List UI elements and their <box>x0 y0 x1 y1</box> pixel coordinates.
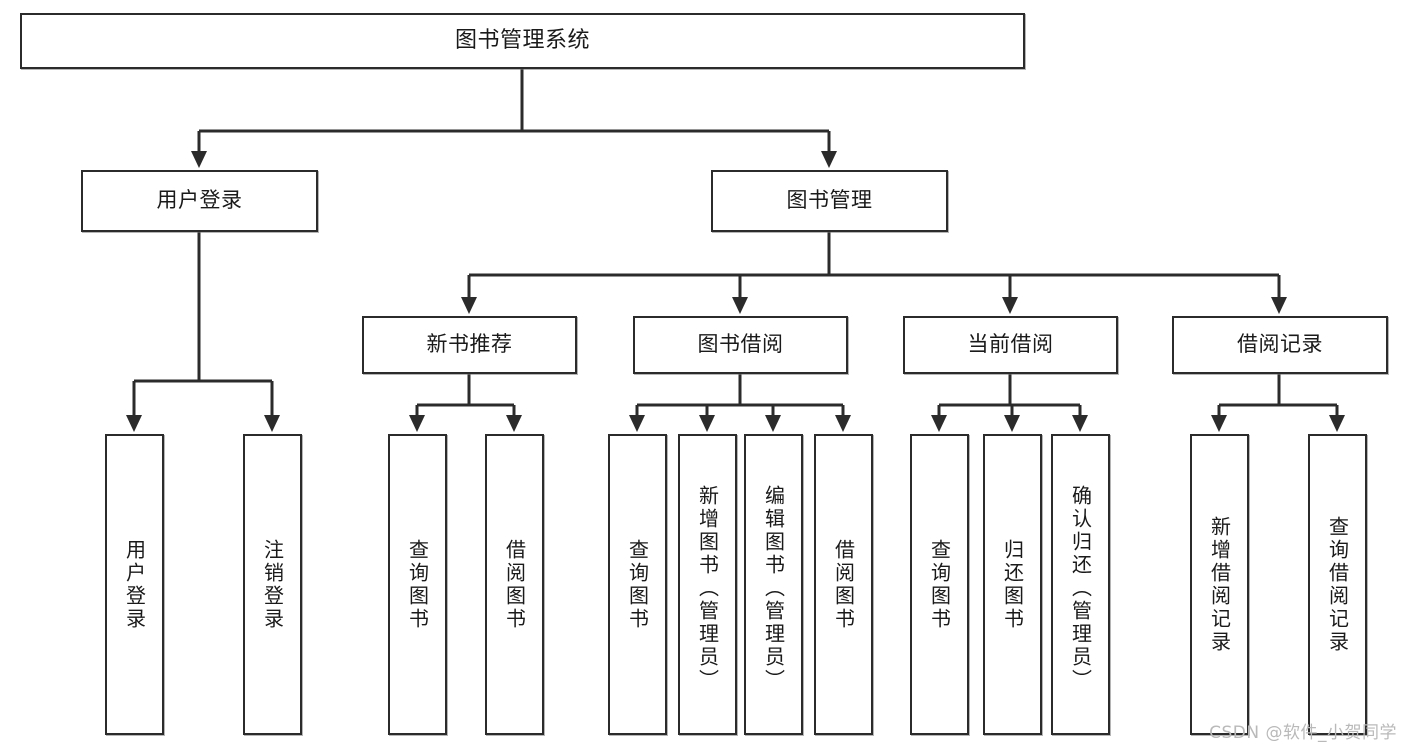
node-leaf-rec-borrow: 借阅图书 <box>485 434 544 735</box>
node-leaf-rec-query2-label: 查询借阅记录 <box>1325 515 1350 654</box>
node-user-login: 用户登录 <box>81 170 318 232</box>
userlogin-to-leaves-arrowhead-0 <box>126 415 142 432</box>
bookmanage-to-level3-arrowhead-2 <box>1002 297 1018 314</box>
node-book-manage: 图书管理 <box>711 170 948 232</box>
node-root-system: 图书管理系统 <box>20 13 1025 69</box>
book-borrow-to-leaves-arrowhead-0 <box>629 415 645 432</box>
current-borrow-to-leaves-arrowhead-1 <box>1004 415 1020 432</box>
node-leaf-cur-query: 查询图书 <box>910 434 969 735</box>
node-leaf-cur-confirm-label: 确认归还（管理员） <box>1068 485 1093 692</box>
node-leaf-user-login: 用户登录 <box>105 434 164 735</box>
node-leaf-borrow-edit-label: 编辑图书（管理员） <box>761 485 786 692</box>
node-new-book-rec: 新书推荐 <box>362 316 577 374</box>
current-borrow-to-leaves-arrowhead-0 <box>931 415 947 432</box>
node-book-manage-label: 图书管理 <box>786 188 873 213</box>
node-leaf-rec-query: 查询图书 <box>388 434 447 735</box>
node-current-borrow-label: 当前借阅 <box>967 332 1054 357</box>
node-leaf-borrow-add-label: 新增图书（管理员） <box>695 485 720 692</box>
current-borrow-to-leaves-arrowhead-2 <box>1072 415 1088 432</box>
node-leaf-user-login-label: 用户登录 <box>122 538 147 631</box>
node-leaf-cur-confirm: 确认归还（管理员） <box>1051 434 1110 735</box>
node-book-borrow-label: 图书借阅 <box>697 332 784 357</box>
node-new-book-rec-label: 新书推荐 <box>426 332 513 357</box>
bookmanage-to-level3-arrowhead-1 <box>732 297 748 314</box>
node-borrow-record: 借阅记录 <box>1172 316 1388 374</box>
node-borrow-record-label: 借阅记录 <box>1237 332 1323 357</box>
node-leaf-borrow-do-label: 借阅图书 <box>831 538 856 631</box>
node-leaf-cur-query-label: 查询图书 <box>927 538 952 631</box>
node-current-borrow: 当前借阅 <box>903 316 1118 374</box>
new-book-rec-to-leaves-arrowhead-0 <box>409 415 425 432</box>
node-leaf-user-logout: 注销登录 <box>243 434 302 735</box>
node-leaf-user-logout-label: 注销登录 <box>260 538 285 631</box>
node-leaf-rec-add: 新增借阅记录 <box>1190 434 1249 735</box>
root-to-level2-arrowhead-1 <box>821 151 837 168</box>
node-root-system-label: 图书管理系统 <box>454 27 590 53</box>
userlogin-to-leaves-arrowhead-1 <box>264 415 280 432</box>
borrow-record-to-leaves-arrowhead-0 <box>1211 415 1227 432</box>
node-book-borrow: 图书借阅 <box>633 316 848 374</box>
borrow-record-to-leaves-arrowhead-1 <box>1329 415 1345 432</box>
node-leaf-borrow-do: 借阅图书 <box>814 434 873 735</box>
node-leaf-rec-borrow-label: 借阅图书 <box>502 538 527 631</box>
node-leaf-cur-return-label: 归还图书 <box>1000 538 1025 631</box>
node-leaf-cur-return: 归还图书 <box>983 434 1042 735</box>
book-borrow-to-leaves-arrowhead-2 <box>765 415 781 432</box>
root-to-level2-arrowhead-0 <box>191 151 207 168</box>
node-leaf-borrow-add: 新增图书（管理员） <box>678 434 737 735</box>
node-leaf-rec-query-label: 查询图书 <box>405 538 430 631</box>
node-user-login-label: 用户登录 <box>156 188 243 213</box>
bookmanage-to-level3-arrowhead-0 <box>461 297 477 314</box>
csdn-watermark: CSDN @软件_小贺同学 <box>1209 723 1397 743</box>
bookmanage-to-level3-arrowhead-3 <box>1271 297 1287 314</box>
book-borrow-to-leaves-arrowhead-3 <box>835 415 851 432</box>
new-book-rec-to-leaves-arrowhead-1 <box>506 415 522 432</box>
node-leaf-borrow-query: 查询图书 <box>608 434 667 735</box>
node-leaf-borrow-query-label: 查询图书 <box>625 538 650 631</box>
book-borrow-to-leaves-arrowhead-1 <box>699 415 715 432</box>
node-leaf-borrow-edit: 编辑图书（管理员） <box>744 434 803 735</box>
node-leaf-rec-add-label: 新增借阅记录 <box>1207 515 1232 654</box>
node-leaf-rec-query2: 查询借阅记录 <box>1308 434 1367 735</box>
